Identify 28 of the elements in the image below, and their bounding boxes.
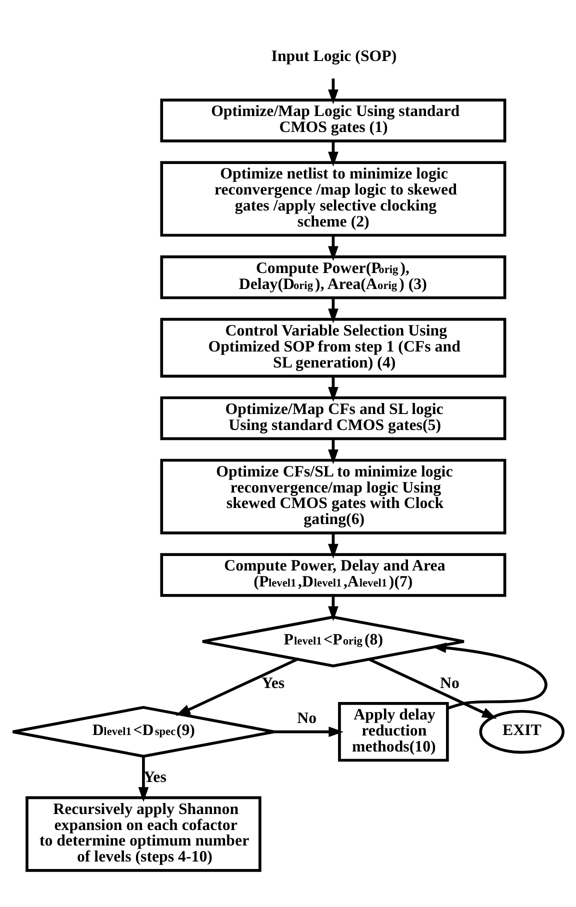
node-box: Control Variable Selection Using Optimized SOP from step 1 (CFs and SL generation) (4) — [160, 317, 506, 378]
arrow — [328, 532, 338, 558]
node-box: Optimize netlist to minimize logic reconvergence /map logic to skewed gates /apply selective clocking scheme (2) — [160, 160, 506, 236]
arrow — [328, 297, 338, 323]
node-box: Optimize/Map Logic Using standard CMOS gates (1) — [160, 98, 506, 142]
node-text: Input Logic (SOP) — [271, 48, 397, 65]
arrow — [328, 438, 338, 464]
arrow — [328, 78, 338, 104]
node-ellipse: EXIT — [479, 709, 564, 754]
node-box: Optimize CFs/SL to minimize logic reconvergence/map logic Using skewed CMOS gates with Clock gating(6) — [160, 458, 506, 534]
node-box: Optimize/Map CFs and SL logic Using standard CMOS gates(5) — [160, 396, 506, 440]
edge-label: Yes — [262, 674, 285, 692]
edge-label: No — [440, 674, 460, 692]
node-box: Recursively apply Shannon expansion on each cofactor to determine optimum number of levels (steps 4-10) — [26, 796, 262, 872]
node-box: Compute Power, Delay and Area (Plevel1,Dlevel1,Alevel1)(7) — [160, 552, 506, 596]
edge-label: No — [297, 709, 317, 726]
arrow — [431, 642, 548, 710]
node-box: Compute Power(Porig), Delay(Dorig), Area(Aorig) (3) — [160, 254, 506, 299]
arrow — [368, 658, 497, 718]
arrow — [274, 726, 344, 737]
node-box: Apply delay reduction methods(10) — [338, 702, 449, 762]
arrow — [138, 756, 149, 802]
arrow — [328, 234, 338, 260]
node-diamond: Plevel1<Porig(8) — [201, 615, 466, 667]
arrow — [176, 658, 298, 716]
arrow — [328, 140, 338, 166]
arrow — [328, 376, 338, 402]
arrow — [328, 595, 338, 621]
